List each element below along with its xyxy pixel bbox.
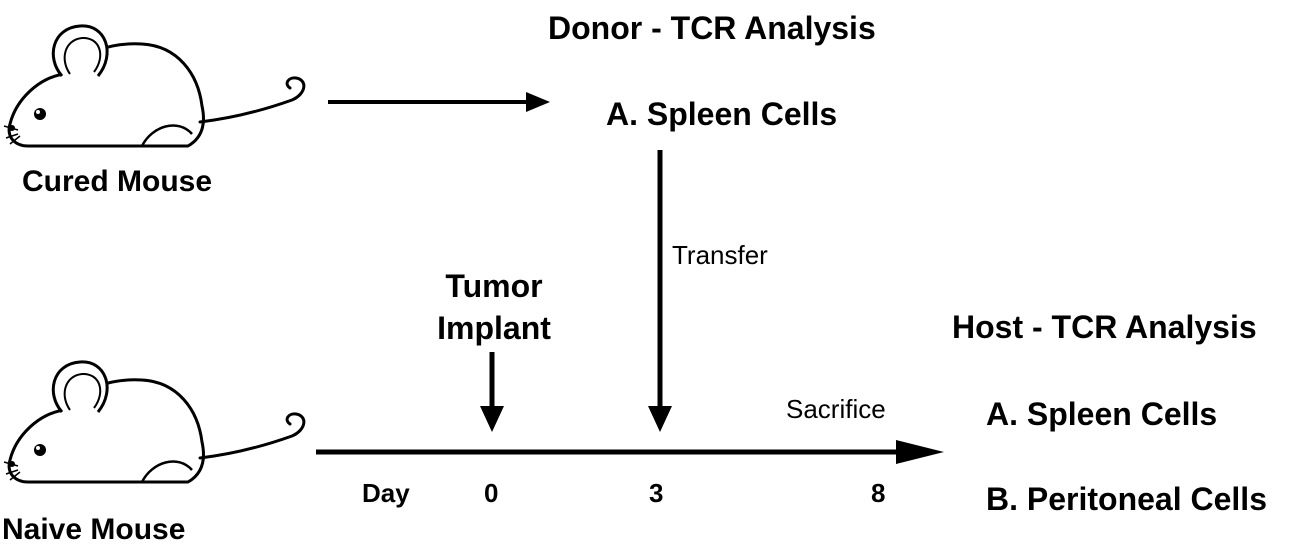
host-peritoneal-cells: B. Peritoneal Cells xyxy=(986,481,1267,517)
tumor-implant-arrow xyxy=(480,352,504,432)
host-spleen-cells: A. Spleen Cells xyxy=(986,396,1218,432)
day-tick-3: 3 xyxy=(649,478,664,508)
tumor-implant-line2: Implant xyxy=(437,309,551,346)
donor-spleen-cells: A. Spleen Cells xyxy=(606,96,838,132)
naive-mouse-label: Naive Mouse xyxy=(2,513,186,546)
cured-mouse-label: Cured Mouse xyxy=(22,165,213,198)
naive-mouse-icon xyxy=(2,360,306,484)
tumor-implant-label: Tumor Implant xyxy=(424,266,564,349)
day-axis-label: Day xyxy=(362,478,410,508)
cured-mouse-icon xyxy=(2,24,306,148)
timeline-arrow xyxy=(316,440,944,464)
donor-title: Donor - TCR Analysis xyxy=(548,10,876,46)
transfer-arrow xyxy=(648,150,672,432)
sacrifice-label: Sacrifice xyxy=(786,394,886,424)
day-tick-8: 8 xyxy=(871,478,886,508)
host-title: Host - TCR Analysis xyxy=(952,309,1257,345)
day-tick-0: 0 xyxy=(484,478,499,508)
donor-arrow xyxy=(328,92,550,112)
tumor-implant-line1: Tumor xyxy=(445,268,543,304)
transfer-label: Transfer xyxy=(672,240,768,270)
